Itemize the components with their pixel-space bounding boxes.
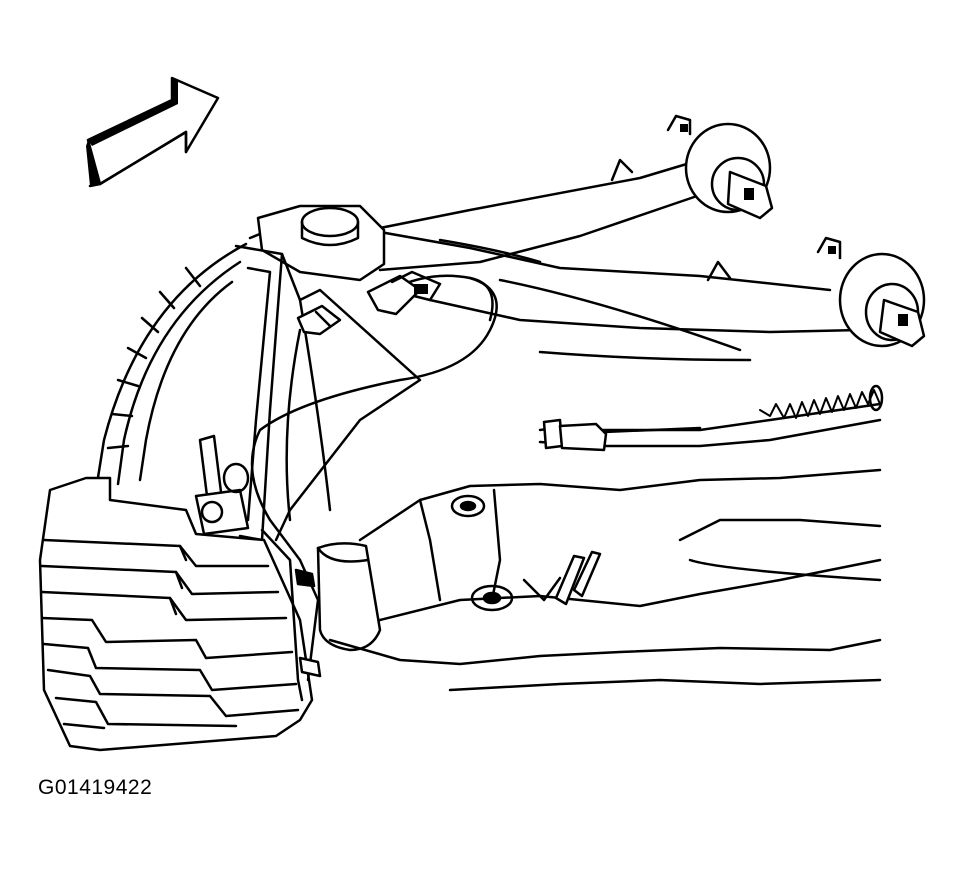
brake-caliper	[40, 478, 312, 750]
wheel-speed-sensor	[296, 570, 320, 676]
knuckle-lower-bushing	[318, 543, 380, 650]
brake-hose	[540, 386, 882, 450]
lower-arm-bushing	[818, 238, 924, 346]
upper-arm-bushing	[668, 116, 772, 218]
sensor-connector	[298, 272, 440, 334]
lower-control-arm	[380, 232, 860, 360]
rear-subframe	[330, 470, 880, 690]
forward-arrow-icon	[86, 78, 218, 186]
figure-id-label: G01419422	[38, 776, 153, 799]
brake-rotor	[96, 244, 246, 490]
knuckle-pivot	[258, 206, 384, 280]
